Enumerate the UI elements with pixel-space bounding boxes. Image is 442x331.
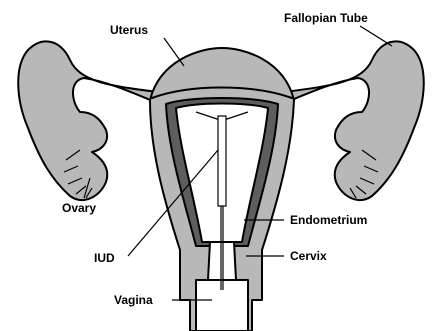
ovary-label: Ovary: [62, 201, 96, 215]
endometrium-label: Endometrium: [290, 213, 367, 227]
cervical-canal: [208, 242, 236, 280]
vaginal-canal: [196, 280, 248, 331]
vagina-label: Vagina: [114, 293, 153, 307]
uterus-pointer: [164, 38, 184, 66]
iud-label: IUD: [94, 251, 115, 265]
cervix-label: Cervix: [290, 249, 327, 263]
fallopian-tube-label: Fallopian Tube: [284, 11, 368, 25]
left-fallopian-tube: [18, 41, 160, 200]
uterus-label: Uterus: [110, 23, 148, 37]
right-fallopian-tube: [282, 41, 424, 200]
fallopian-tube-pointer: [360, 26, 392, 46]
